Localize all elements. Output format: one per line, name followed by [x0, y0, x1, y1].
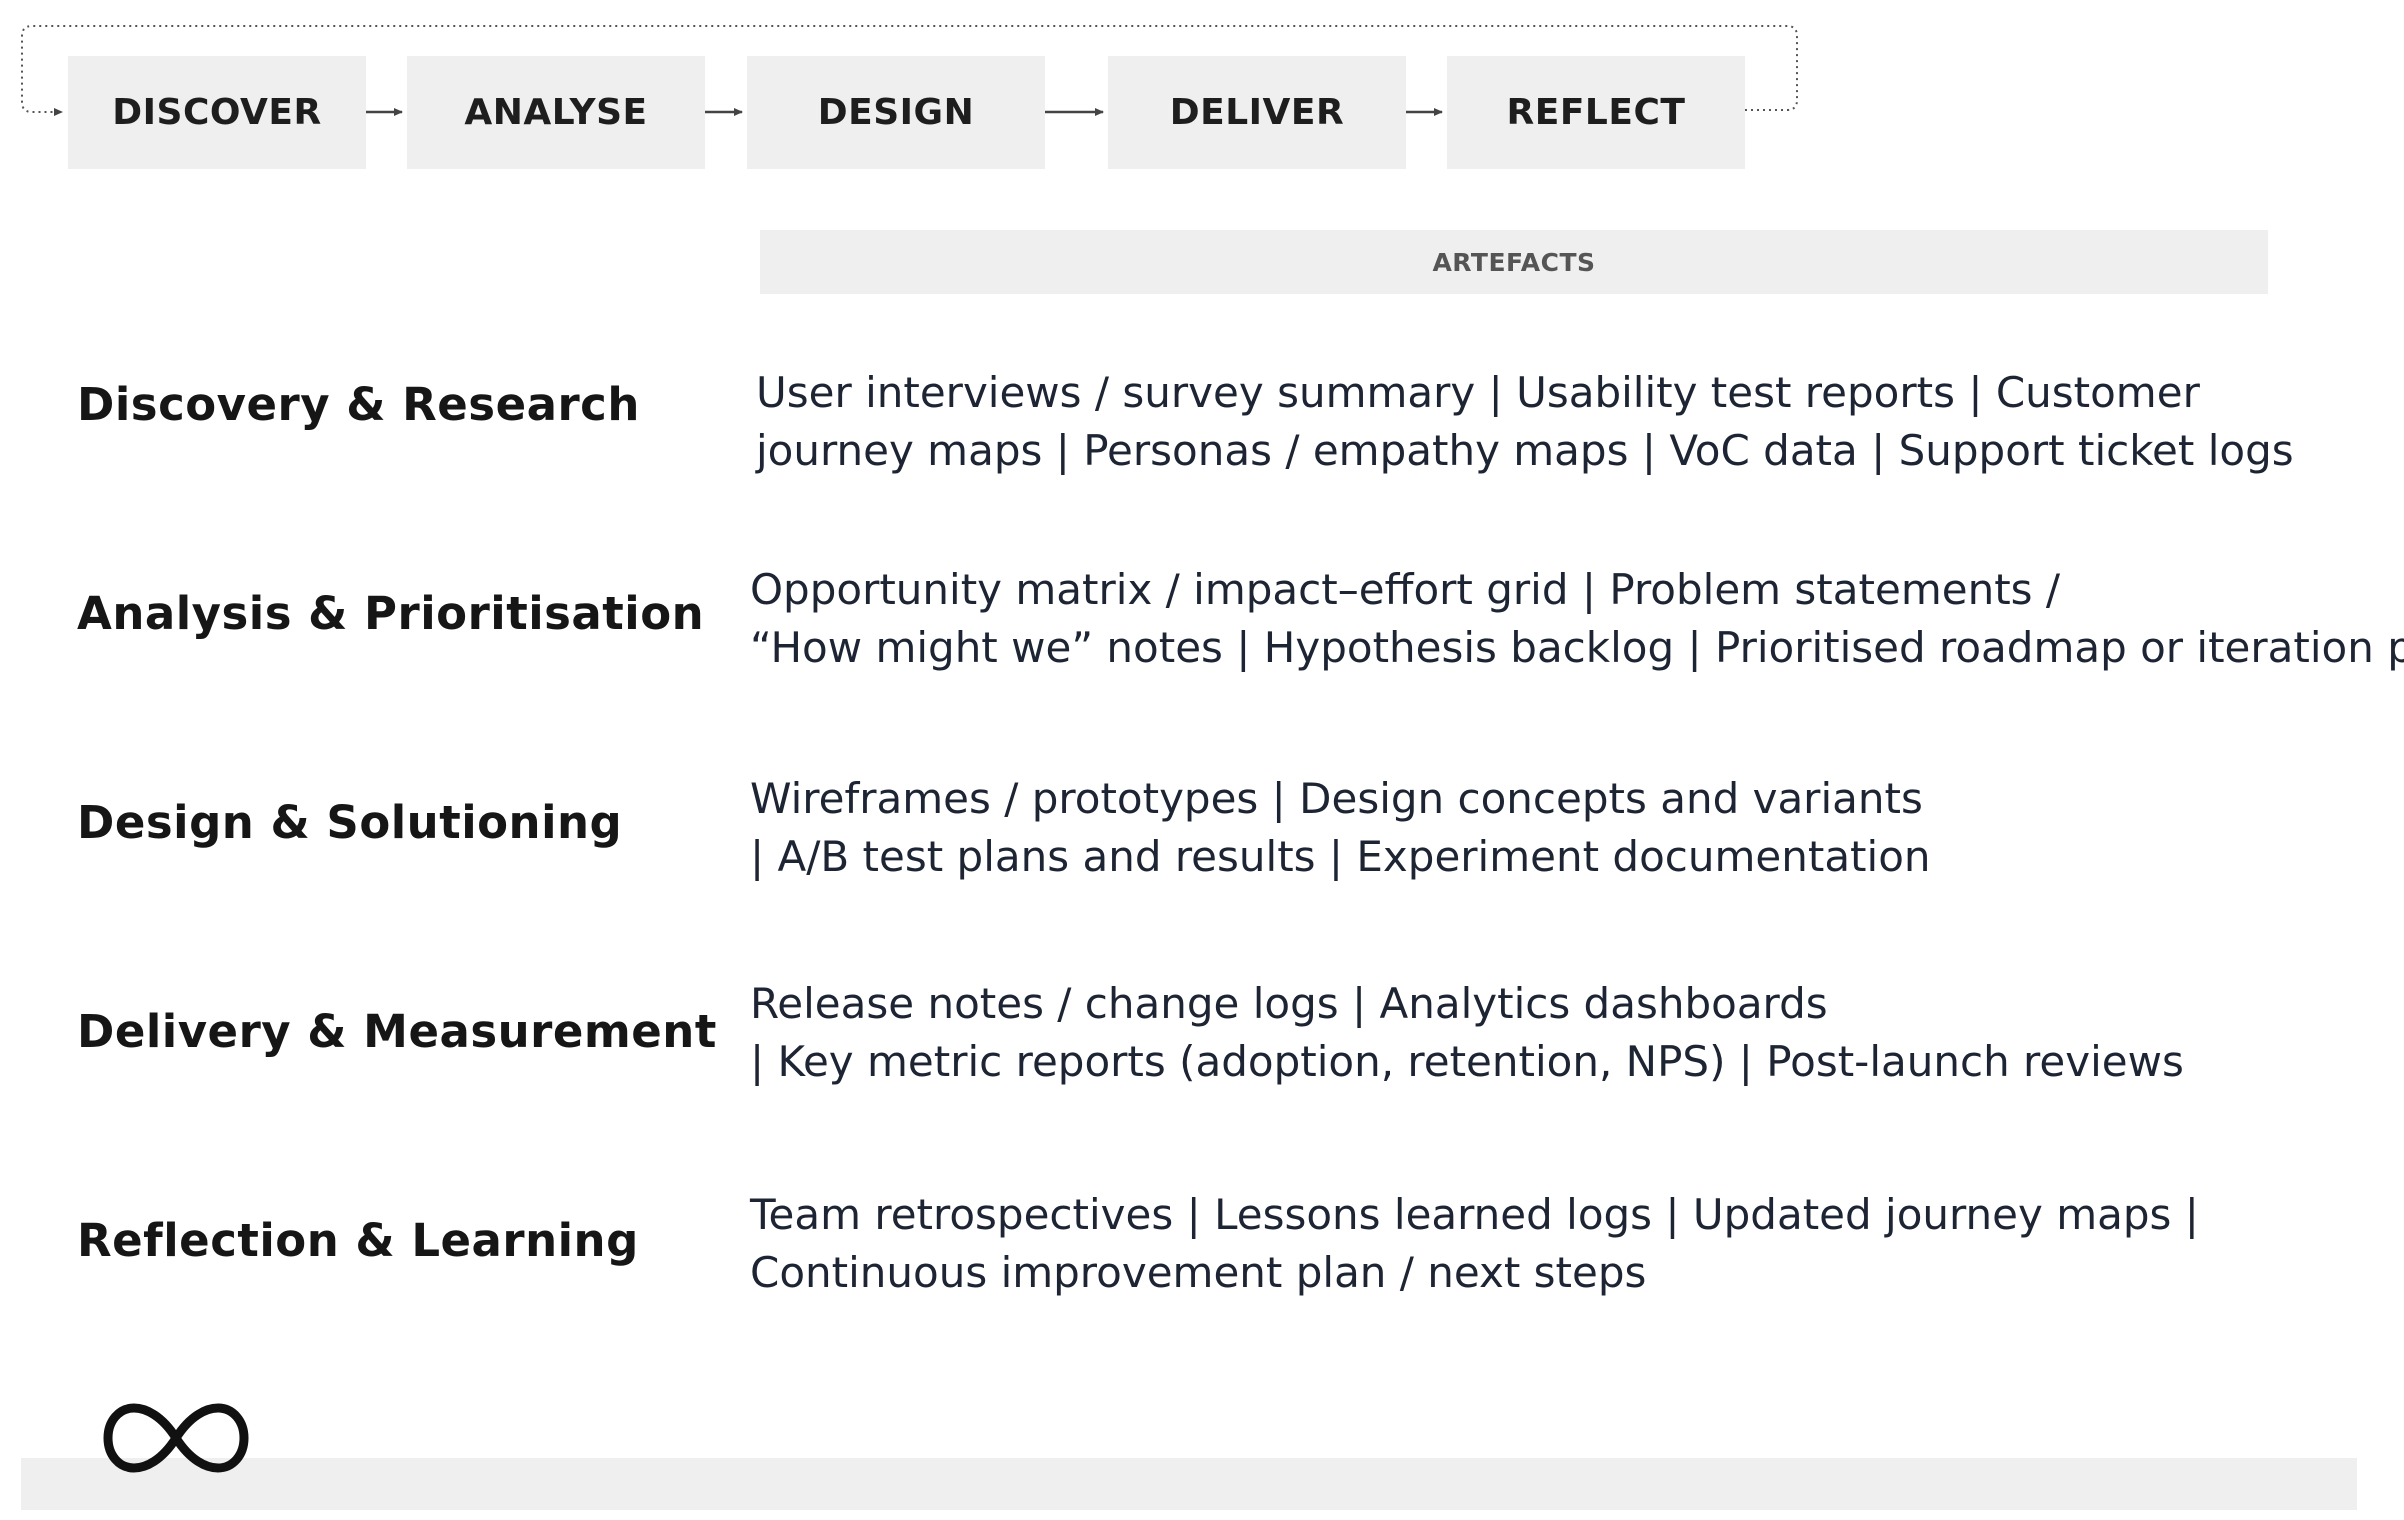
artefact-line: | Key metric reports (adoption, retentio… [750, 1037, 2184, 1086]
infinity-icon [103, 1403, 249, 1473]
stage-label-analysis: Analysis & Prioritisation [77, 587, 705, 640]
artefact-list-analysis: Opportunity matrix / impact–effort grid … [750, 561, 2404, 677]
step-discover: DISCOVER [68, 56, 366, 169]
stage-label-design: Design & Solutioning [77, 796, 623, 849]
step-analyse: ANALYSE [407, 56, 705, 169]
artefact-list-design: Wireframes / prototypes | Design concept… [750, 770, 2400, 886]
artefact-line: “How might we” notes | Hypothesis backlo… [750, 623, 2404, 672]
step-design: DESIGN [747, 56, 1045, 169]
artefact-line: Release notes / change logs | Analytics … [750, 979, 1828, 1028]
artefact-list-delivery: Release notes / change logs | Analytics … [750, 975, 2400, 1091]
stage-label-reflection: Reflection & Learning [77, 1214, 639, 1267]
artefacts-header: ARTEFACTS [760, 230, 2268, 294]
artefact-line: Opportunity matrix / impact–effort grid … [750, 565, 2061, 614]
step-reflect: REFLECT [1447, 56, 1745, 169]
stage-label-discovery: Discovery & Research [77, 378, 640, 431]
artefact-line: journey maps | Personas / empathy maps |… [756, 426, 2294, 475]
artefact-line: Wireframes / prototypes | Design concept… [750, 774, 1923, 823]
artefact-list-discovery: User interviews / survey summary | Usabi… [756, 364, 2404, 480]
artefact-list-reflection: Team retrospectives | Lessons learned lo… [750, 1186, 2400, 1302]
footer-band [21, 1458, 2357, 1510]
step-deliver: DELIVER [1108, 56, 1406, 169]
stage-label-delivery: Delivery & Measurement [77, 1005, 717, 1058]
artefact-line: Continuous improvement plan / next steps [750, 1248, 1647, 1297]
artefact-line: Team retrospectives | Lessons learned lo… [750, 1190, 2199, 1239]
artefact-line: | A/B test plans and results | Experimen… [750, 832, 1931, 881]
artefact-line: User interviews / survey summary | Usabi… [756, 368, 2200, 417]
